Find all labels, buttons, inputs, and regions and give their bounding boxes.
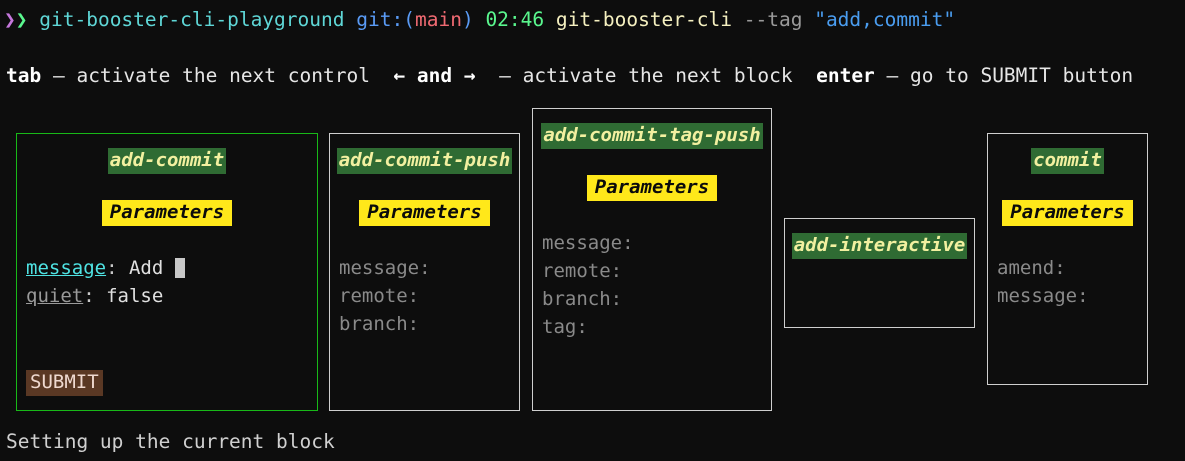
prompt-timestamp: 02:46: [485, 8, 545, 31]
prompt-paren-open: (: [403, 8, 415, 31]
prompt-git-keyword: git:: [356, 8, 404, 31]
hint-text-arrows: – activate the next block: [475, 64, 817, 87]
param-name: remote: [339, 285, 408, 307]
block-title[interactable]: add-interactive: [791, 233, 968, 259]
text-cursor: [174, 258, 185, 278]
param-row-branch[interactable]: branch:: [542, 288, 623, 310]
param-row-remote[interactable]: remote:: [542, 260, 623, 282]
prompt-chevron-2-icon: ❯: [15, 8, 28, 31]
command-block-add-interactive[interactable]: add-interactive: [784, 218, 975, 328]
param-name: remote: [542, 260, 611, 282]
param-row-message[interactable]: message:: [997, 285, 1089, 307]
parameters-label: Parameters: [586, 175, 718, 201]
param-name: amend: [997, 257, 1055, 279]
parameters-list: message: remote: branch: tag:: [533, 229, 771, 341]
hint-key-tab: tab: [6, 64, 42, 87]
block-title-row: add-commit-push: [330, 148, 519, 174]
terminal-prompt-line: ❯❯ git-booster-cli-playground git:(main)…: [4, 10, 955, 30]
block-title[interactable]: commit: [1031, 148, 1104, 174]
prompt-argument: "add,commit": [814, 8, 956, 31]
param-value: false: [106, 285, 164, 307]
submit-button[interactable]: SUBMIT: [26, 370, 103, 396]
command-block-commit[interactable]: commit Parameters amend: message:: [987, 133, 1148, 385]
param-value: Add: [128, 257, 175, 279]
hint-key-enter: enter: [816, 64, 875, 87]
param-row-message[interactable]: message:: [542, 232, 634, 254]
block-title[interactable]: add-commit-tag-push: [541, 123, 763, 149]
block-title[interactable]: add-commit: [107, 148, 227, 174]
submit-wrapper: SUBMIT: [26, 370, 103, 396]
param-name: tag: [542, 316, 577, 338]
block-params-header: Parameters: [330, 200, 519, 226]
command-block-add-commit-tag-push[interactable]: add-commit-tag-push Parameters message: …: [532, 108, 772, 411]
block-title[interactable]: add-commit-push: [336, 148, 513, 174]
param-row-message[interactable]: message:: [339, 257, 431, 279]
status-message: Setting up the current block: [6, 430, 335, 453]
param-row-message[interactable]: message: Add: [26, 254, 317, 282]
parameters-label: Parameters: [359, 200, 490, 226]
param-name: message: [997, 285, 1078, 307]
parameters-list: amend: message:: [988, 254, 1147, 310]
param-name: message: [26, 257, 107, 279]
param-row-remote[interactable]: remote:: [339, 285, 420, 307]
keyboard-hint-line: tab – activate the next control ← and → …: [6, 66, 1133, 86]
prompt-branch-name: main: [414, 8, 462, 31]
parameters-label: Parameters: [101, 200, 233, 226]
param-name: message: [542, 232, 623, 254]
param-row-branch[interactable]: branch:: [339, 313, 420, 335]
hint-key-arrows: ← and →: [393, 64, 476, 87]
block-title-row: add-commit-tag-push: [533, 123, 771, 149]
block-title-row: add-commit: [17, 148, 317, 174]
prompt-paren-close: ): [461, 8, 474, 31]
prompt-flag: --tag: [743, 8, 803, 31]
command-block-add-commit[interactable]: add-commit Parameters message: Add quiet…: [16, 133, 318, 411]
hint-text-tab: – activate the next control: [41, 64, 394, 87]
param-name: message: [339, 257, 420, 279]
param-row-tag[interactable]: tag:: [542, 316, 588, 338]
parameters-label: Parameters: [1002, 200, 1133, 226]
block-title-row: commit: [988, 148, 1147, 174]
block-params-header: Parameters: [533, 175, 771, 201]
parameters-list: message: Add quiet: false: [17, 254, 317, 310]
param-row-quiet[interactable]: quiet: false: [26, 285, 164, 307]
prompt-repo-name: git-booster-cli-playground: [39, 8, 345, 31]
block-params-header: Parameters: [17, 200, 317, 226]
block-title-row: add-interactive: [785, 233, 974, 259]
parameters-list: message: remote: branch:: [330, 254, 519, 338]
prompt-chevron-1-icon: ❯: [4, 8, 16, 31]
param-name: quiet: [26, 285, 84, 307]
param-name: branch: [339, 313, 408, 335]
param-row-amend[interactable]: amend:: [997, 257, 1066, 279]
prompt-command: git-booster-cli: [555, 8, 732, 31]
block-params-header: Parameters: [988, 200, 1147, 226]
hint-text-enter: – go to SUBMIT button: [874, 64, 1134, 87]
param-name: branch: [542, 288, 611, 310]
command-block-add-commit-push[interactable]: add-commit-push Parameters message: remo…: [329, 133, 520, 411]
